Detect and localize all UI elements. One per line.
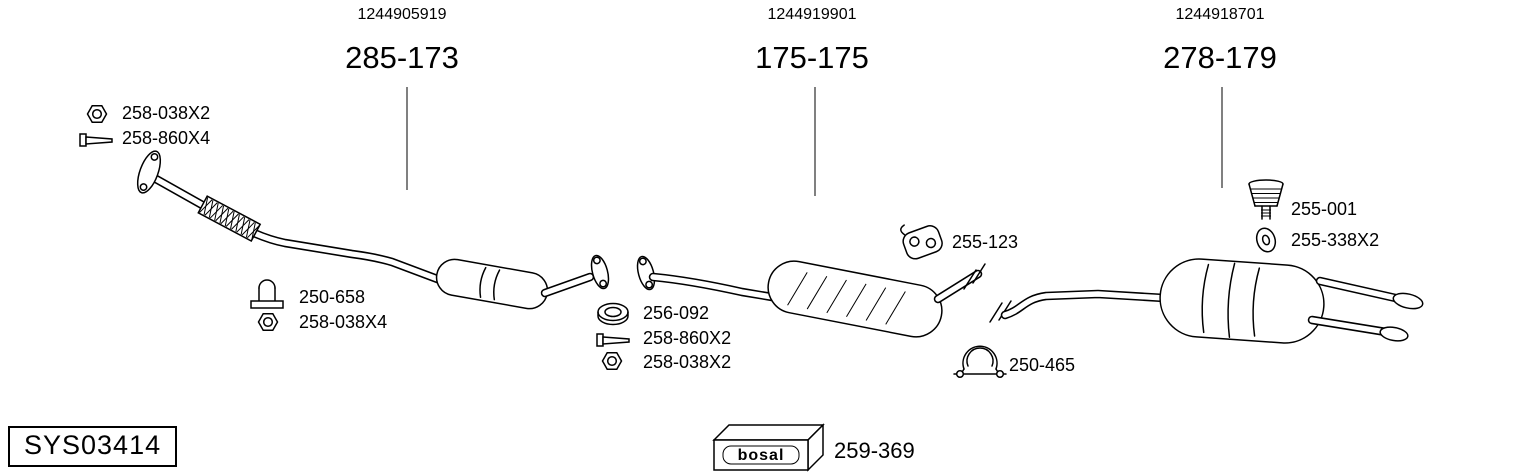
u-bolt-clamp-icon [250, 279, 284, 309]
part-label-hanger: 255-123 [952, 232, 1019, 252]
part-label-rear-clamp: 250-465 [1009, 355, 1076, 375]
bolt-icon-center [596, 333, 630, 347]
bosal-logo-box: bosal [712, 423, 825, 472]
exhaust-clamp-icon [953, 345, 1007, 379]
system-code-box: SYS03414 [8, 426, 178, 467]
section-ref-center: 1244919901 [767, 6, 857, 23]
part-label-mid-nut: 258-038X4 [299, 312, 388, 332]
part-label-buffer: 255-001 [1291, 199, 1358, 219]
part-label-center-bolt: 258-860X2 [643, 328, 732, 348]
center-muffler [767, 260, 943, 338]
front-section-end-flange [590, 254, 610, 290]
front-pipe-drawing [136, 150, 610, 310]
section-leader-lines [406, 87, 1223, 196]
rear-muffler [1159, 258, 1325, 344]
part-label-front-nut: 258-038X2 [122, 103, 211, 123]
section-ref-rear: 1244918701 [1175, 6, 1265, 23]
mount-ring-icon [1255, 227, 1277, 253]
gasket-ring-icon [597, 302, 629, 326]
section-code-front: 285-173 [345, 40, 459, 75]
part-label-gasket: 256-092 [643, 303, 710, 323]
section-code-rear: 278-179 [1163, 40, 1277, 75]
part-label-center-nut: 258-038X2 [643, 352, 732, 372]
hex-nut-icon-front [86, 105, 108, 123]
bosal-brand-text: bosal [738, 447, 785, 464]
part-label-front-bolt: 258-860X4 [122, 128, 211, 148]
center-muffler-drawing [636, 255, 986, 338]
section-ref-front: 1244905919 [357, 6, 447, 23]
center-section-flange [636, 255, 656, 291]
system-code: SYS03414 [24, 430, 162, 460]
rear-muffler-drawing [989, 258, 1424, 344]
rubber-buffer-icon [1248, 179, 1284, 220]
hex-nut-icon-center [601, 352, 623, 370]
hex-nut-icon-mid [257, 313, 279, 331]
section-code-center: 175-175 [755, 40, 869, 75]
part-label-ring: 255-338X2 [1291, 230, 1380, 250]
rubber-hanger-icon [900, 224, 943, 260]
bosal-box-part-number: 259-369 [834, 438, 915, 463]
front-resonator [435, 258, 549, 310]
part-label-mid-clamp: 250-658 [299, 287, 366, 307]
front-flange [136, 150, 162, 194]
flex-braid-section [197, 195, 262, 243]
bolt-icon-front [79, 133, 113, 147]
